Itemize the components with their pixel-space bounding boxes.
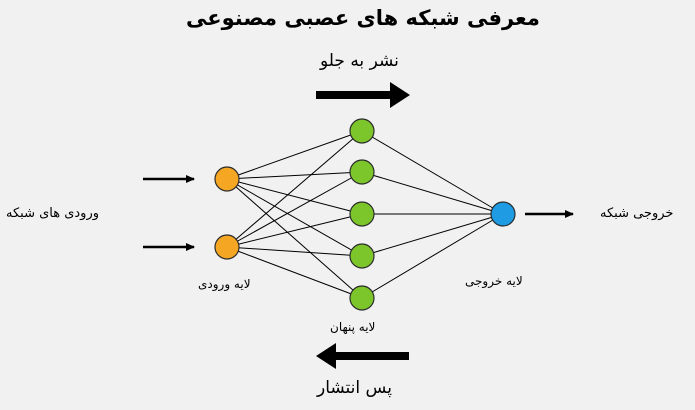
diagram-title: معرفی شبکه های عصبی مصنوعی bbox=[186, 6, 540, 30]
connection-line bbox=[226, 171, 363, 248]
network-output-label: خروجی شبکه bbox=[600, 206, 674, 221]
connection-line bbox=[361, 213, 504, 299]
connection-line bbox=[226, 130, 363, 180]
connection-line bbox=[226, 246, 363, 299]
hidden-neuron bbox=[349, 118, 375, 144]
forward-propagation-label: نشر به جلو bbox=[320, 51, 399, 71]
input-neuron bbox=[214, 166, 240, 192]
connection-line bbox=[226, 178, 363, 299]
backward-arrow-icon bbox=[316, 343, 409, 369]
connection-line bbox=[361, 130, 504, 215]
neurons bbox=[214, 118, 516, 311]
input-neuron bbox=[214, 234, 240, 260]
hidden-neuron bbox=[349, 159, 375, 185]
connection-line bbox=[226, 130, 363, 248]
hidden-neuron bbox=[349, 285, 375, 311]
output-neuron bbox=[490, 201, 516, 227]
connection-line bbox=[226, 213, 363, 248]
hidden-neuron bbox=[349, 201, 375, 227]
network-inputs-label: ورودی های شبکه bbox=[6, 206, 100, 221]
connection-line bbox=[226, 171, 363, 180]
connection-line bbox=[226, 178, 363, 257]
forward-arrow-icon bbox=[316, 82, 410, 108]
output-layer-label: لایه خروجی bbox=[465, 274, 523, 288]
connection-line bbox=[361, 171, 504, 215]
connection-line bbox=[226, 246, 363, 257]
hidden-neuron bbox=[349, 243, 375, 269]
input-layer-label: لایه ورودی bbox=[198, 277, 251, 291]
connection-line bbox=[226, 178, 363, 215]
hidden-layer-label: لایه پنهان bbox=[330, 320, 376, 334]
connection-line bbox=[361, 213, 504, 257]
backpropagation-label: پس انتشار bbox=[317, 378, 392, 398]
connections bbox=[226, 130, 504, 299]
